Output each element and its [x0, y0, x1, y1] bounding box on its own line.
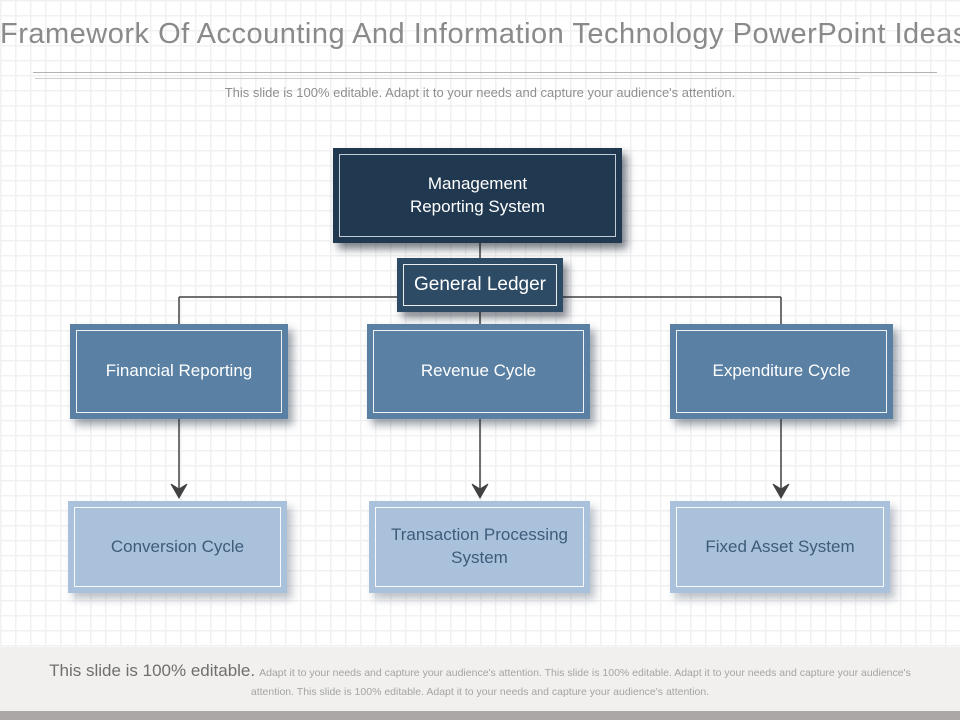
- node-expenditure-cycle[interactable]: Expenditure Cycle: [670, 324, 893, 419]
- node-label: General Ledger: [413, 274, 547, 296]
- node-conversion-cycle[interactable]: Conversion Cycle: [68, 501, 287, 593]
- node-label: Transaction Processing System: [390, 525, 568, 567]
- slide-title: Framework Of Accounting And Information …: [0, 18, 960, 50]
- title-divider-line-thin: [35, 78, 860, 79]
- node-transaction-processing-system[interactable]: Transaction Processing System: [369, 501, 590, 593]
- footer-band: This slide is 100% editable.Adapt it to …: [0, 647, 960, 711]
- bottom-accent-bar: [0, 711, 960, 720]
- slide-subtitle: This slide is 100% editable. Adapt it to…: [224, 85, 736, 100]
- node-general-ledger[interactable]: General Ledger: [397, 258, 563, 312]
- node-label: Revenue Cycle: [420, 361, 537, 381]
- node-management-reporting-system[interactable]: Management Reporting System: [333, 148, 622, 243]
- arrowhead-down-icon: [772, 483, 790, 500]
- node-fixed-asset-system[interactable]: Fixed Asset System: [670, 501, 890, 593]
- node-label: Financial Reporting: [105, 361, 253, 381]
- footer-text: This slide is 100% editable.Adapt it to …: [35, 657, 925, 701]
- node-label: Fixed Asset System: [705, 536, 855, 556]
- node-financial-reporting[interactable]: Financial Reporting: [70, 324, 288, 419]
- footer-lead-text: This slide is 100% editable.: [49, 661, 256, 680]
- arrowhead-down-icon: [471, 483, 489, 500]
- node-revenue-cycle[interactable]: Revenue Cycle: [367, 324, 590, 419]
- node-label: Expenditure Cycle: [712, 361, 851, 381]
- node-label: Conversion Cycle: [110, 536, 245, 556]
- footer-small-text: Adapt it to your needs and capture your …: [250, 667, 911, 699]
- title-divider-line: [33, 72, 937, 73]
- arrowhead-down-icon: [170, 483, 188, 500]
- node-label: Management Reporting System: [409, 173, 546, 216]
